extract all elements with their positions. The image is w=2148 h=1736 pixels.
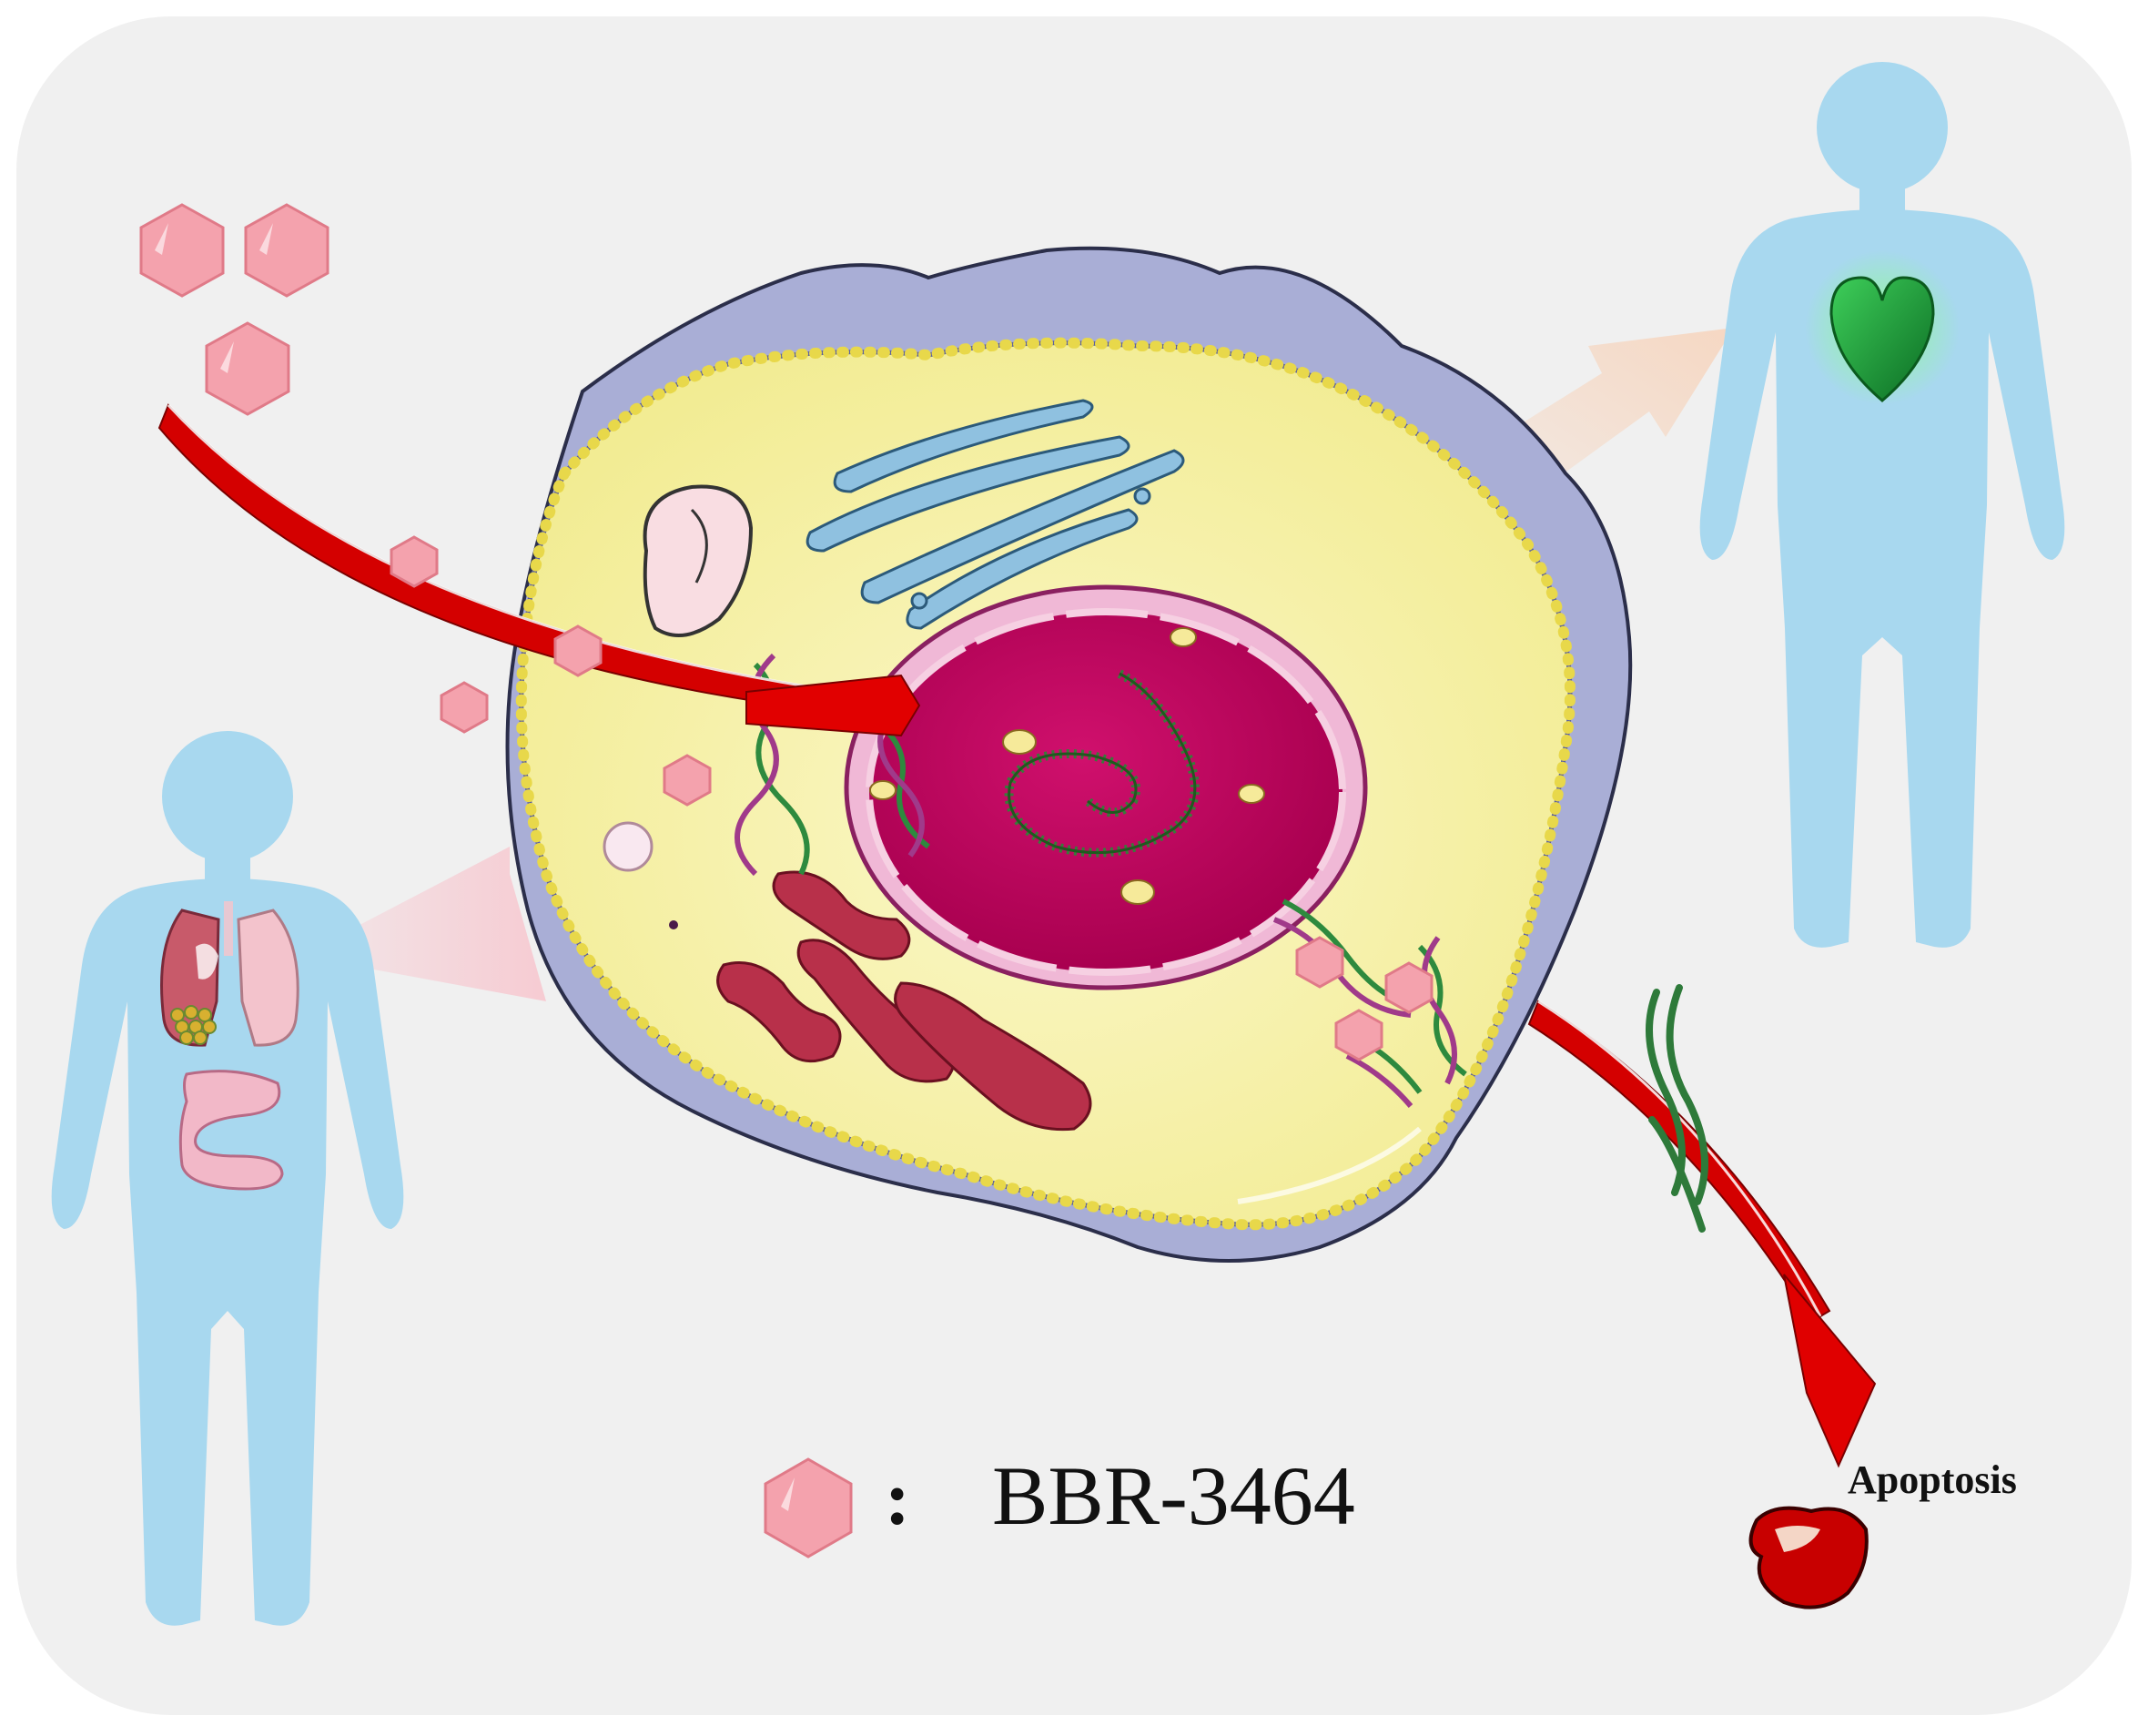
arrowhead-entry — [745, 674, 921, 737]
drug-hexagon-icon — [663, 754, 712, 807]
golgi-icon — [806, 399, 1185, 630]
legend-label: BBR-3464 — [992, 1449, 1355, 1542]
lungs-icon — [160, 901, 299, 1047]
drug-hexagon-icon — [1384, 961, 1434, 1014]
legend-separator: : — [885, 1457, 910, 1541]
arrowhead-apoptosis — [1783, 1274, 1877, 1468]
nucleolus-dots — [869, 627, 1265, 905]
human-body-icon-right — [1699, 62, 2065, 948]
membrane-dots — [515, 337, 1576, 1231]
drug-hexagon-icon — [553, 624, 603, 677]
drug-hexagon-icon — [440, 681, 489, 734]
broken-dna-icon — [1646, 984, 1708, 1233]
drug-hexagon-icon — [1334, 1009, 1383, 1061]
drug-hexagon-icon — [139, 203, 225, 298]
intestine-icon — [178, 1070, 284, 1191]
vesicle-icon — [603, 821, 654, 872]
drug-hexagon-icon-group — [139, 203, 1434, 1061]
human-body-icon-left — [51, 731, 404, 1626]
nucleus-icon — [866, 608, 1346, 976]
drug-hexagon-icon — [390, 535, 439, 588]
apoptosis-label: Apoptosis — [1848, 1457, 2017, 1502]
heart-icon — [1829, 276, 1935, 402]
legend-hexagon-icon — [764, 1457, 853, 1558]
mitochondrion-icon — [643, 484, 754, 637]
drug-hexagon-icon — [1295, 936, 1344, 989]
drug-hexagon-icon — [244, 203, 329, 298]
drug-hexagon-icon — [205, 321, 290, 416]
apoptotic-cell-icon — [1748, 1506, 1869, 1609]
tumor-cluster-icon — [170, 1005, 217, 1045]
cell-icon — [505, 246, 1633, 1263]
er-icon — [716, 870, 1092, 1132]
